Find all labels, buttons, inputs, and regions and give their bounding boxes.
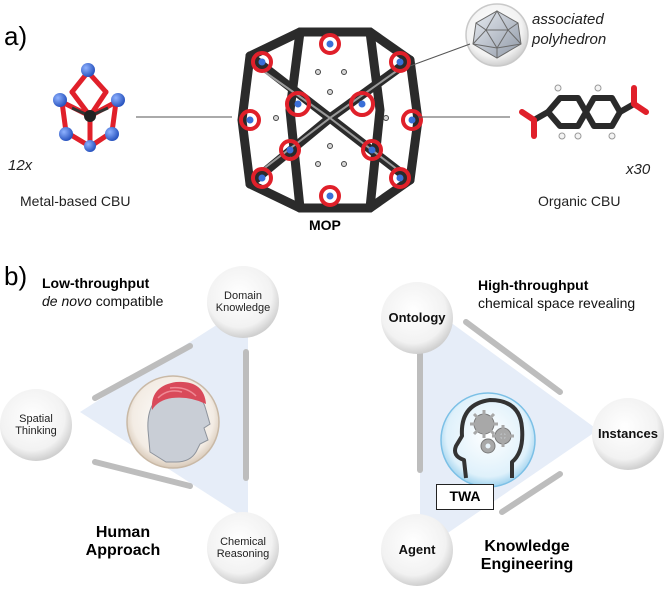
human-subheading-rest: compatible: [91, 293, 164, 309]
panel-a-label: a): [4, 21, 28, 51]
domain-knowledge-line1: Domain: [224, 290, 262, 302]
metal-cbu-structure: [53, 63, 125, 152]
polyhedron-caption-line1: associated: [532, 11, 604, 28]
ontology-node: [381, 282, 453, 354]
spatial-thinking-line2: Thinking: [15, 425, 57, 438]
instances-label: Instances: [598, 426, 658, 441]
chemical-reasoning-label: Chemical Reasoning: [211, 536, 275, 560]
human-head-icon: [126, 375, 220, 469]
domain-knowledge-node: [207, 266, 279, 338]
chemical-reasoning-line2: Reasoning: [216, 548, 270, 561]
domain-knowledge-line2: Knowledge: [215, 302, 271, 315]
human-approach-line2: Approach: [85, 541, 161, 559]
human-heading: Low-throughput: [42, 275, 150, 291]
agent-label: Agent: [398, 542, 436, 557]
twa-badge: TWA: [436, 484, 494, 510]
machine-heading: High-throughput: [478, 277, 589, 293]
gear-head-icon: [440, 392, 536, 488]
agent-node: [381, 514, 453, 586]
spatial-thinking-node: [0, 389, 72, 461]
chemical-reasoning-node: [207, 512, 279, 584]
organic-cbu-structure: [519, 84, 649, 140]
knowledge-engineering-line1: Knowledge: [484, 538, 570, 555]
instances-node: [592, 398, 664, 470]
organic-cbu-caption: Organic CBU: [538, 193, 621, 209]
mop-caption: MOP: [309, 217, 341, 233]
ontology-label: Ontology: [388, 310, 446, 325]
human-subheading: de novo compatible: [42, 293, 164, 309]
mop-cage-structure: [237, 27, 423, 213]
spatial-thinking-line1: Spatial: [19, 413, 53, 425]
human-approach-label: Human Approach: [78, 524, 168, 559]
organic-cbu-multiplier: x30: [626, 161, 651, 178]
knowledge-engineering-line2: Engineering: [480, 555, 574, 573]
panel-b-label: b): [4, 261, 28, 291]
metal-cbu-caption: Metal-based CBU: [20, 193, 131, 209]
chemical-reasoning-line1: Chemical: [220, 536, 266, 548]
polyhedron-caption-line2: polyhedron: [532, 31, 607, 48]
machine-subheading: chemical space revealing: [478, 295, 636, 311]
spatial-thinking-label: Spatial Thinking: [6, 413, 66, 437]
metal-cbu-multiplier: 12x: [8, 157, 33, 174]
human-approach-line1: Human: [95, 524, 151, 541]
human-subheading-italic: de novo: [42, 293, 92, 309]
associated-polyhedron-icon: [465, 3, 529, 67]
connector-polyhedron: [409, 43, 471, 67]
knowledge-engineering-label: Knowledge Engineering: [468, 538, 586, 573]
domain-knowledge-label: Domain Knowledge: [213, 290, 273, 314]
